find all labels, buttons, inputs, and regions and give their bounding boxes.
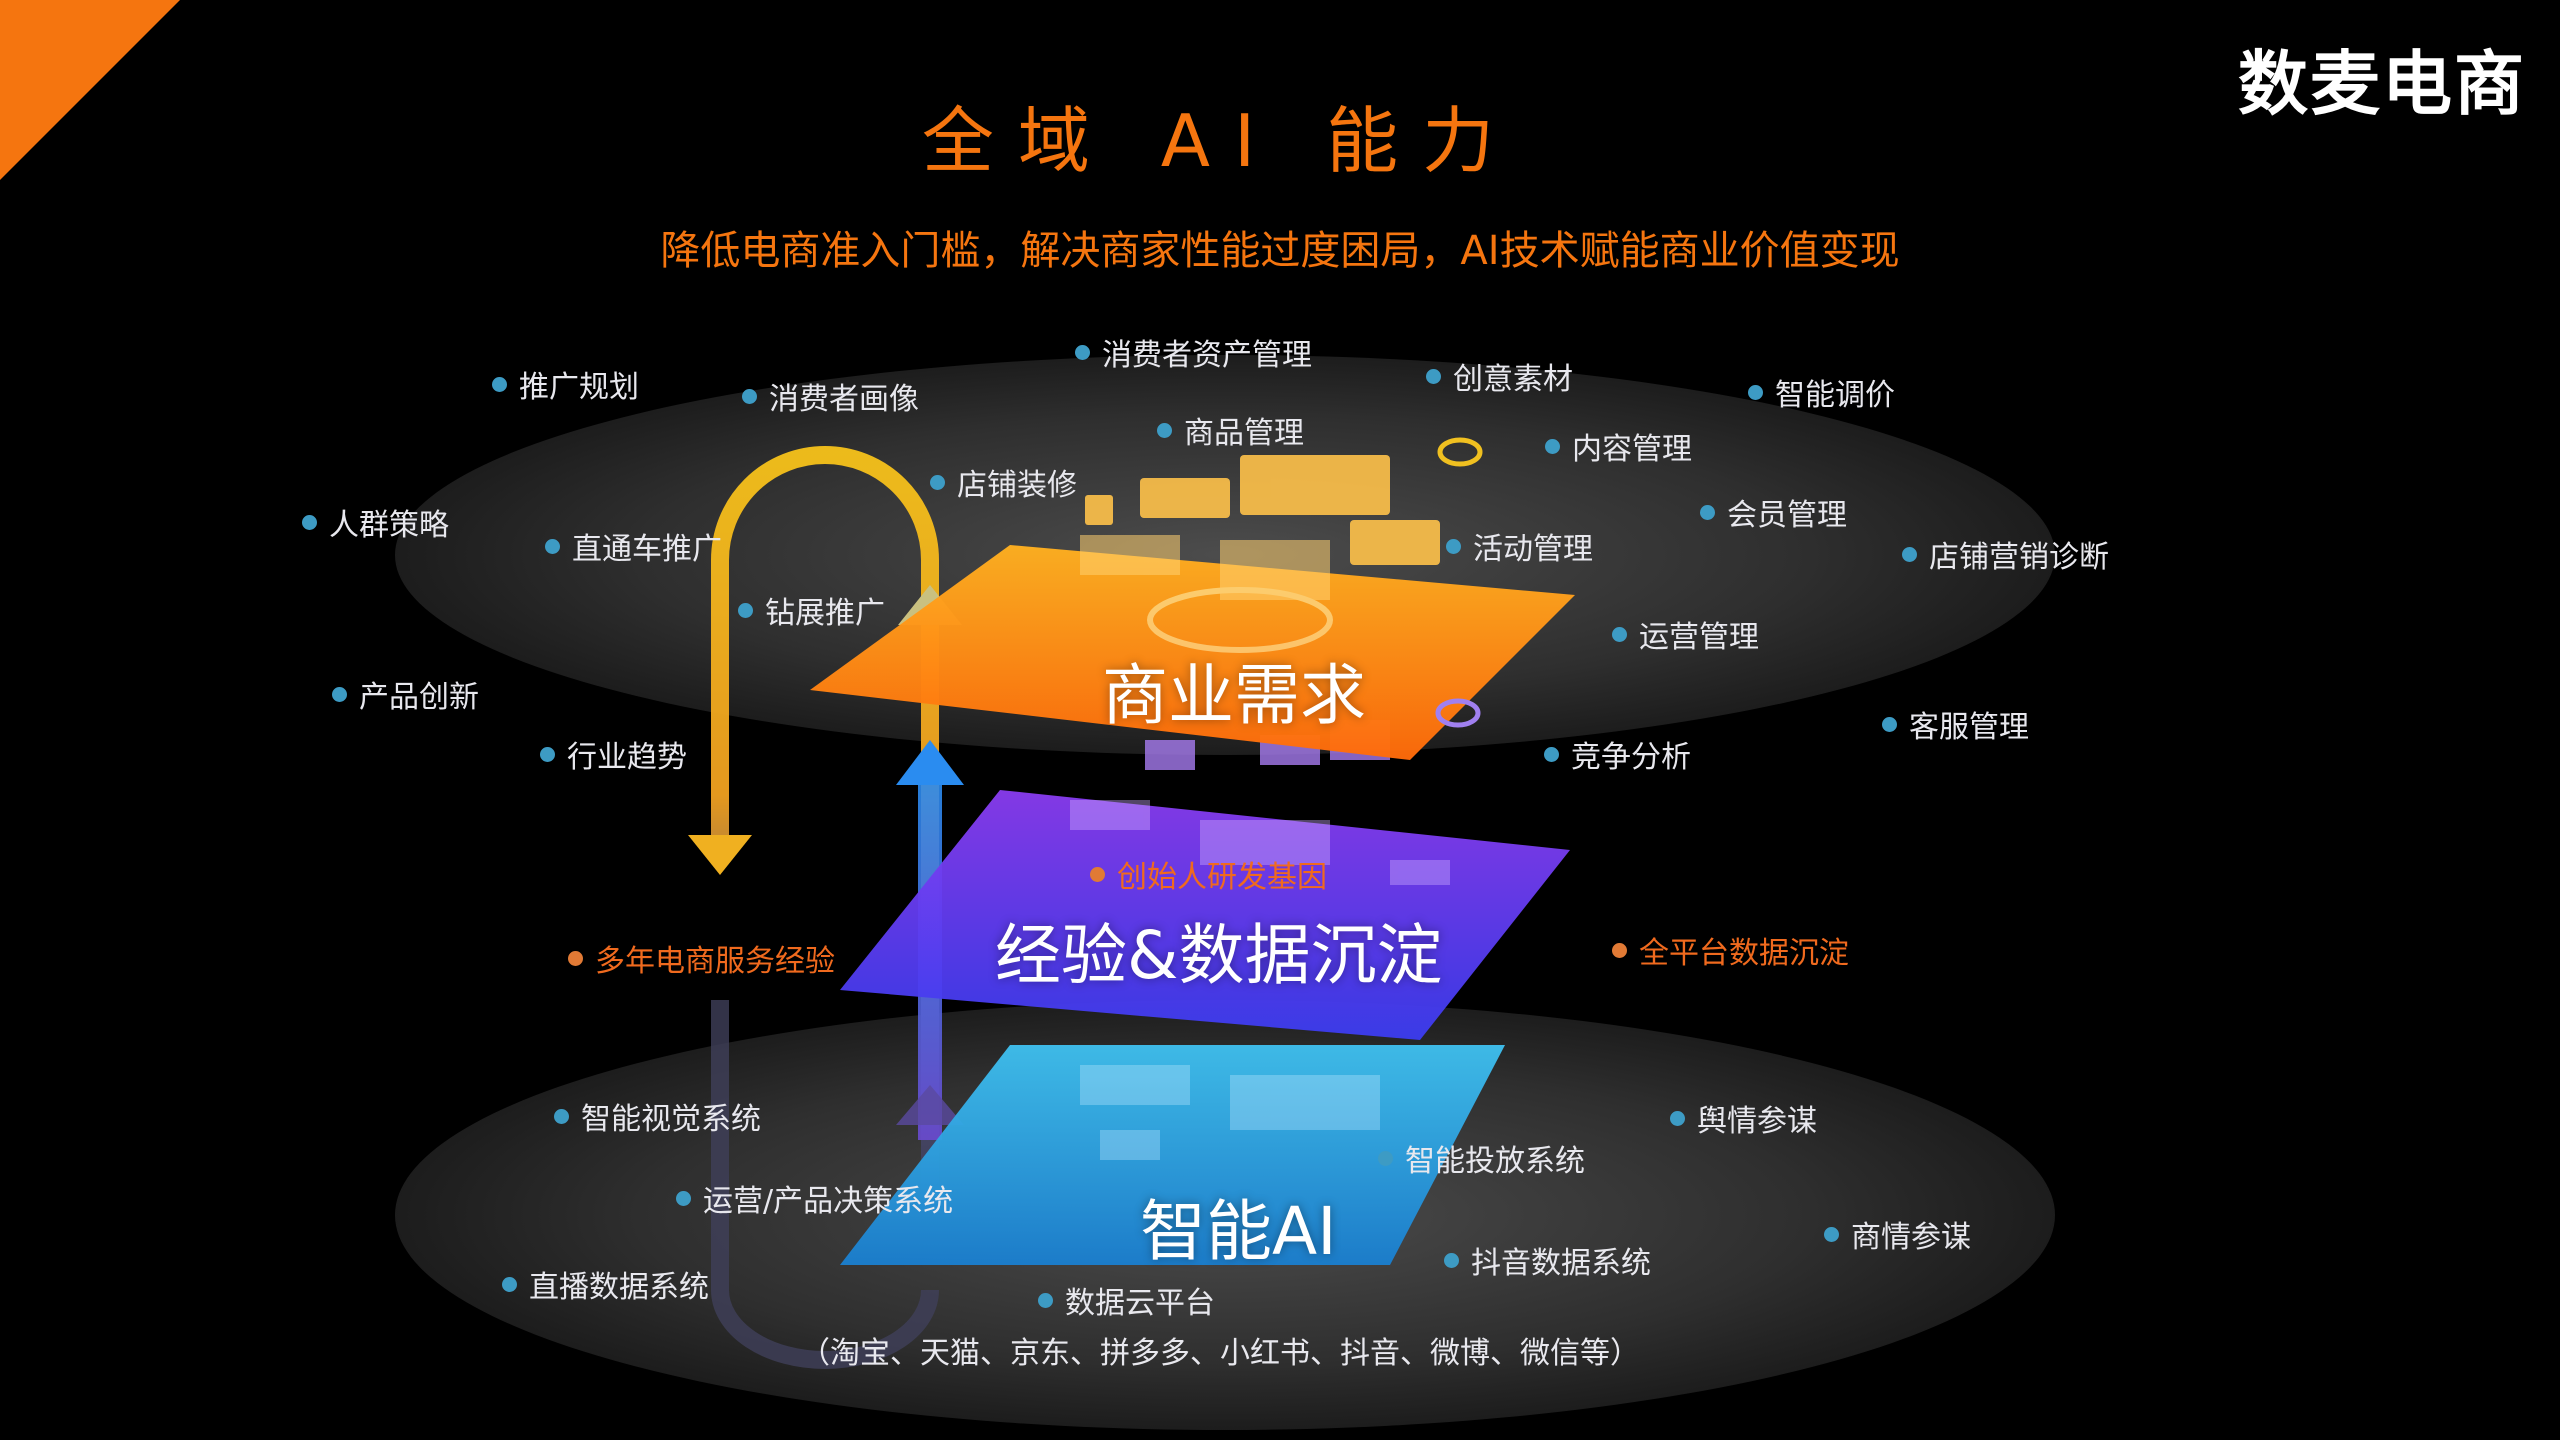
label-item: 行业趋势 (540, 732, 687, 776)
page-title: 全域 AI 能力 (921, 99, 1519, 183)
bullet-dot (492, 376, 507, 392)
up-arrow-head (896, 740, 964, 785)
label-item: 智能投放系统 (1378, 1136, 1585, 1180)
bullet-dot (568, 950, 583, 966)
bullet-dot (1902, 546, 1917, 562)
label-item: 运营/产品决策系统 (676, 1176, 953, 1220)
label-item: 客服管理 (1882, 702, 2029, 746)
label-item-orange: 多年电商服务经验 (568, 936, 835, 980)
label-item: 活动管理 (1446, 524, 1593, 568)
label-item: 智能调价 (1748, 370, 1895, 414)
label-item: 店铺营销诊断 (1902, 532, 2109, 576)
bullet-dot (1090, 866, 1105, 882)
page-subtitle: 降低电商准入门槛，解决商家性能过度困局，AI技术赋能商业价值变现 (660, 228, 1900, 274)
label-item: 消费者资产管理 (1075, 330, 1312, 374)
bullet-dot (1157, 422, 1172, 438)
label-item: 店铺装修 (930, 460, 1077, 504)
bullet-dot (1700, 504, 1715, 520)
bullet-dot (1824, 1226, 1839, 1242)
cycle-loop-arrow (711, 446, 939, 1210)
layer-title-top: 商业需求 (1102, 657, 1366, 734)
label-item: 商情参谋 (1824, 1212, 1971, 1256)
label-item: 产品创新 (332, 672, 479, 716)
bullet-dot (332, 686, 347, 702)
label-item: 创意素材 (1426, 354, 1573, 398)
bullet-dot (502, 1276, 517, 1292)
bullet-dot (1075, 344, 1090, 360)
bullet-dot (738, 602, 753, 618)
label-item-orange: 全平台数据沉淀 (1612, 928, 1849, 972)
label-item: 会员管理 (1700, 490, 1847, 534)
bullet-dot (554, 1108, 569, 1124)
ring-icon (1437, 437, 1483, 467)
layer-title-bottom: 智能AI (1140, 1193, 1337, 1270)
label-item: 运营管理 (1612, 612, 1759, 656)
label-item: 推广规划 (492, 362, 639, 406)
label-item: 抖音数据系统 (1444, 1238, 1651, 1282)
label-item-orange: 创始人研发基因 (1090, 852, 1327, 896)
label-item: 智能视觉系统 (554, 1094, 761, 1138)
layer-title-middle: 经验&数据沉淀 (995, 917, 1443, 994)
down-arrow-head (688, 835, 752, 875)
bullet-dot (302, 514, 317, 530)
label-item: 消费者画像 (742, 374, 919, 418)
ring-icon (1435, 698, 1481, 728)
bullet-dot (540, 746, 555, 762)
bullet-dot (1748, 384, 1763, 400)
layer-middle-plate (840, 790, 1570, 1040)
bullet-dot (1378, 1150, 1393, 1166)
bullet-dot (742, 388, 757, 404)
layer-top-plate (810, 545, 1575, 760)
label-item: 数据云平台 (1038, 1278, 1215, 1322)
label-item: 内容管理 (1545, 424, 1692, 468)
bullet-dot (1544, 746, 1559, 762)
bullet-dot (1545, 438, 1560, 454)
label-item: 直通车推广 (545, 524, 722, 568)
bullet-dot (1446, 538, 1461, 554)
bullet-dot (676, 1190, 691, 1206)
bullet-dot (1038, 1292, 1053, 1308)
label-item: 舆情参谋 (1670, 1096, 1817, 1140)
label-item: 直播数据系统 (502, 1262, 709, 1306)
bullet-dot (930, 474, 945, 490)
platforms-note: （淘宝、天猫、京东、拼多多、小红书、抖音、微博、微信等） (800, 1336, 1640, 1371)
bullet-dot (1612, 942, 1627, 958)
layer-bottom-plate (840, 1045, 1505, 1265)
bullet-dot (1670, 1110, 1685, 1126)
label-item: 竞争分析 (1544, 732, 1691, 776)
bullet-dot (1612, 626, 1627, 642)
bullet-dot (1444, 1252, 1459, 1268)
bullet-dot (545, 538, 560, 554)
corner-accent-triangle (0, 0, 180, 180)
label-item: 钻展推广 (738, 588, 885, 632)
label-item: 商品管理 (1157, 408, 1304, 452)
bullet-dot (1882, 716, 1897, 732)
brand-logo: 数麦电商 (2238, 43, 2526, 125)
label-item: 人群策略 (302, 500, 449, 544)
bullet-dot (1426, 368, 1441, 384)
